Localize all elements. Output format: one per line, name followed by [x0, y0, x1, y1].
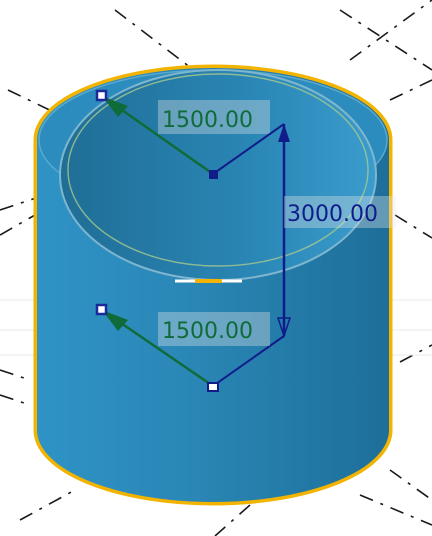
radius-top-arrowhead: [102, 96, 128, 117]
guide-line: [7, 89, 61, 116]
height-connector-top: [212, 123, 285, 175]
guide-line: [214, 504, 251, 536]
guide-line: [359, 494, 432, 526]
radius-bottom-arrowhead: [102, 310, 128, 331]
radius-bottom-center-handle: [207, 382, 219, 392]
height-label[interactable]: 3000.00: [287, 202, 378, 227]
radius-top-label[interactable]: 1500.00: [162, 108, 253, 133]
guide-line: [389, 469, 432, 501]
guide-line: [389, 79, 432, 101]
radius-bottom-label-bg: [158, 312, 270, 346]
guide-line: [19, 489, 76, 521]
inner-bore-edge: [67, 73, 369, 267]
guide-line: [0, 214, 36, 236]
guide-line: [0, 369, 31, 381]
height-connector-bottom: [212, 335, 285, 387]
height-label-bg: [284, 196, 396, 228]
height-arrow-top: [278, 124, 290, 142]
guide-line: [339, 9, 432, 71]
guide-line: [394, 214, 432, 239]
dimension-annotations[interactable]: 1500.00 3000.00 1500.00: [95, 89, 396, 392]
guide-line: [0, 394, 31, 406]
radius-top-start-handle: [95, 89, 108, 102]
height-arrow-bottom: [276, 317, 292, 339]
guide-line: [399, 344, 432, 363]
radius-top-label-bg: [158, 100, 270, 134]
radius-bottom-start-handle: [95, 303, 108, 316]
guide-line: [349, 0, 432, 61]
radius-bottom-label[interactable]: 1500.00: [162, 319, 253, 344]
